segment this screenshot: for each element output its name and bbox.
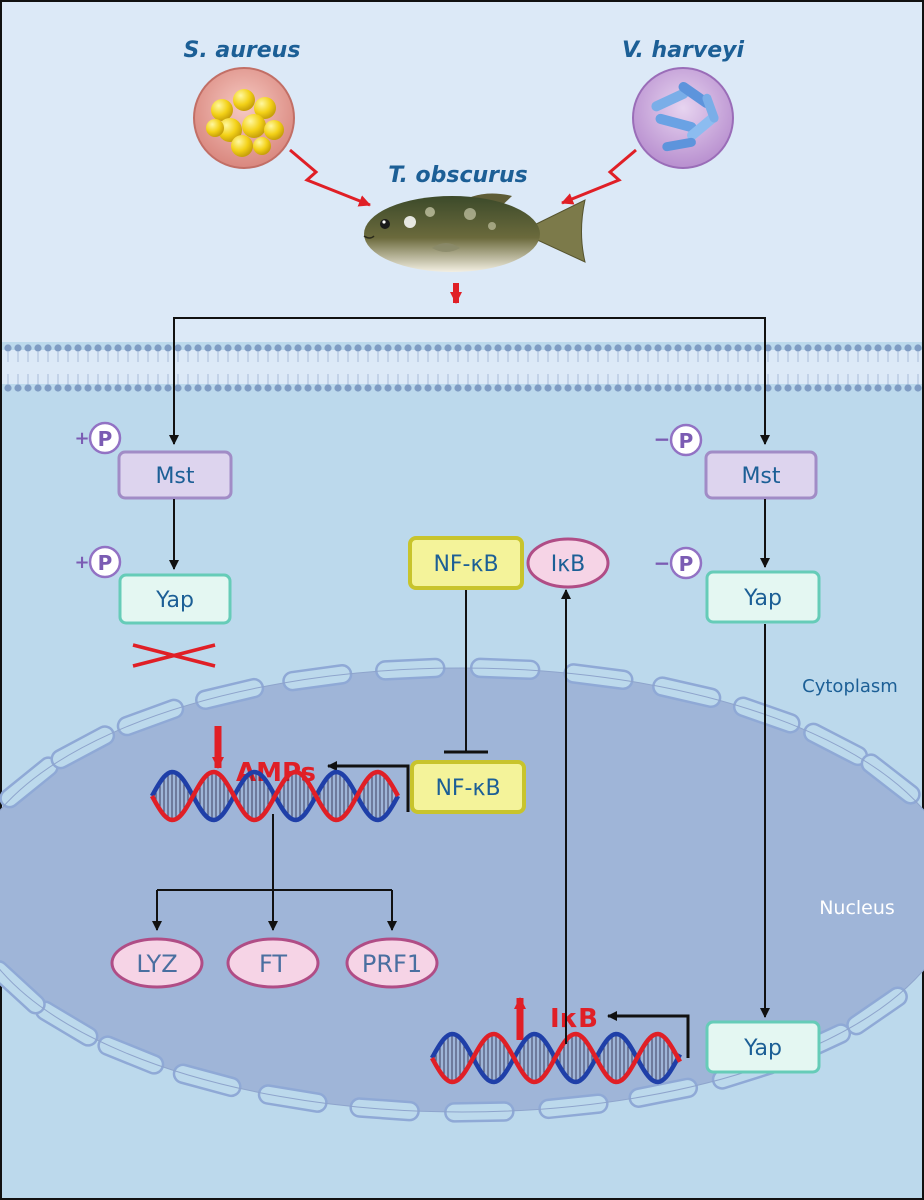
ft-ellipse <box>226 937 320 989</box>
ft-label: FT <box>259 950 287 978</box>
split-line-left <box>169 317 456 445</box>
nucleus-outline <box>0 667 924 1113</box>
cell-membrane <box>2 344 922 392</box>
dna-helix-amps <box>150 769 400 823</box>
t-obscurus-label: T. obscurus <box>388 163 528 188</box>
phospho-sign-mst-left: + <box>74 428 89 449</box>
dna-helix-ikb <box>430 1031 682 1085</box>
s-aureus-icon <box>193 67 295 169</box>
nucleus-body <box>0 668 924 1112</box>
blocked-x-icon <box>132 643 216 668</box>
mst-box-left <box>117 450 233 500</box>
arrow-nfkb-amps <box>327 761 410 812</box>
phospho-sign-yap-right: − <box>654 551 671 575</box>
yap-label-left: Yap <box>155 588 194 613</box>
v-harveyi-icon <box>632 67 734 169</box>
mst-label-right: Mst <box>741 464 780 489</box>
phospho-circle-mst-left <box>88 421 122 455</box>
nucleus-label: Nucleus <box>819 897 895 919</box>
nfkb-label-cytoplasm: NF-κB <box>433 552 498 577</box>
mst-box-right <box>704 450 818 500</box>
s-aureus-label: S. aureus <box>184 38 301 63</box>
prf1-label: PRF1 <box>362 950 422 978</box>
lyz-label: LYZ <box>136 950 177 978</box>
extracellular-background <box>2 2 922 342</box>
phospho-circle-mst-right <box>669 423 703 457</box>
prf1-ellipse <box>345 937 439 989</box>
phospho-sign-mst-right: − <box>654 427 671 451</box>
arrow-yap-ikb-gene <box>607 1011 690 1058</box>
ikb-ellipse-cytoplasm <box>526 537 610 589</box>
phospho-circle-yap-left <box>88 545 122 579</box>
ikb-gene-label: IκB <box>550 1004 598 1034</box>
yap-box-left <box>118 573 232 625</box>
phospho-symbol-yap-right: P <box>679 552 694 576</box>
phospho-sign-yap-left: + <box>74 552 89 573</box>
infection-arrow-right <box>561 148 637 205</box>
phospho-symbol-yap-left: P <box>98 551 113 575</box>
yap-box-nuclear <box>705 1020 821 1074</box>
phospho-circle-yap-right <box>669 546 703 580</box>
fish-icon <box>363 193 586 272</box>
mst-label-left: Mst <box>155 464 194 489</box>
v-harveyi-label: V. harveyi <box>622 38 745 63</box>
ikb-label-cytoplasm: IκB <box>551 552 586 577</box>
nfkb-box-cytoplasm <box>408 536 524 590</box>
yap-label-nuclear: Yap <box>743 1036 782 1061</box>
nfkb-label-nuclear: NF-κB <box>435 776 500 801</box>
split-line-right <box>456 317 770 445</box>
yap-label-right: Yap <box>743 586 782 611</box>
phospho-symbol-mst-left: P <box>98 427 113 451</box>
lyz-ellipse <box>110 937 204 989</box>
yap-box-right <box>705 570 821 624</box>
infection-arrow-left <box>289 148 371 207</box>
nfkb-box-nuclear <box>410 760 526 814</box>
cytoplasm-label: Cytoplasm <box>802 676 898 697</box>
phospho-symbol-mst-right: P <box>679 429 694 453</box>
